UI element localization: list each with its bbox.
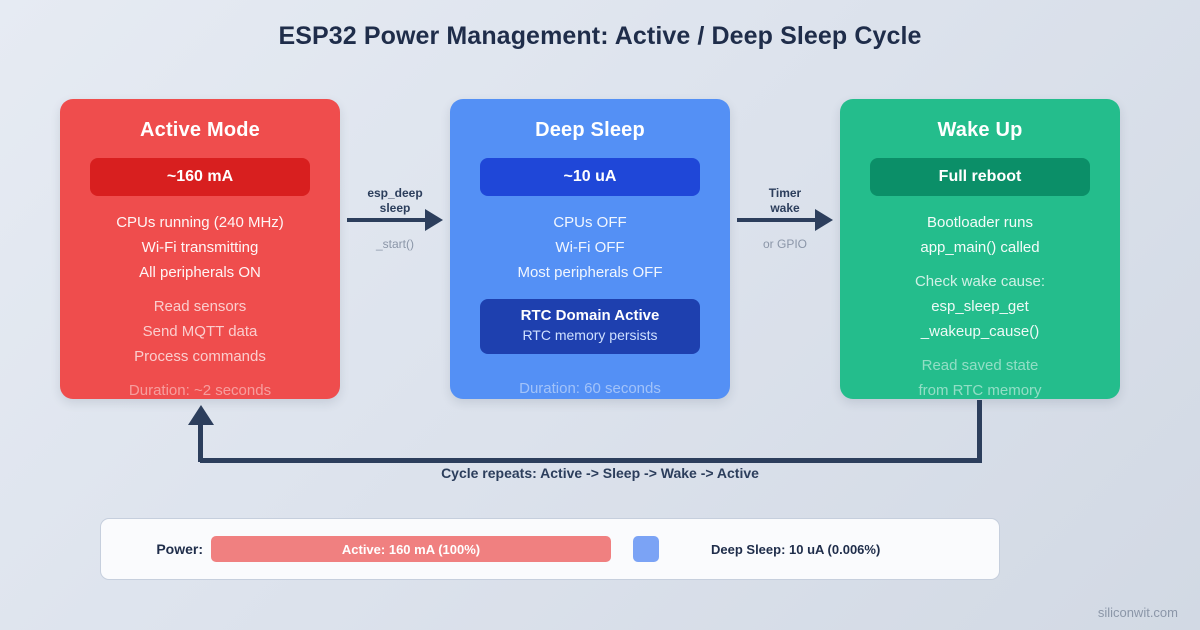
line-item: Process commands xyxy=(134,348,266,365)
power-bar-active: Active: 160 mA (100%) xyxy=(211,536,611,562)
line-item: Read sensors xyxy=(153,298,247,315)
card-title-sleep: Deep Sleep xyxy=(535,119,645,141)
line-item: Bootloader runs xyxy=(927,214,1033,231)
arrow-1-label-bottom: _start() xyxy=(375,237,414,251)
badge-sleep-current: ~10 uA xyxy=(480,158,700,196)
arrow-1-head-icon xyxy=(425,209,443,231)
line-item: Wi-Fi OFF xyxy=(555,239,625,256)
cycle-path-horizontal xyxy=(200,458,982,463)
arrow-2-label-bottom: or GPIO xyxy=(762,237,807,251)
card-sleep-lines: CPUs OFF Wi-Fi OFF Most peripherals OFF xyxy=(450,210,730,285)
badge-active-current: ~160 mA xyxy=(90,158,310,196)
card-active-duration: Duration: ~2 seconds xyxy=(128,382,272,399)
footer-watermark: siliconwit.com xyxy=(1097,605,1178,620)
line-item: Check wake cause: xyxy=(914,273,1046,290)
line-item: Most peripherals OFF xyxy=(517,264,663,281)
rtc-domain-title: RTC Domain Active xyxy=(520,307,660,324)
card-wake-lines: Bootloader runs app_main() called Check … xyxy=(840,210,1120,403)
arrow-active-to-sleep: esp_deep sleep _start() xyxy=(340,186,450,256)
card-active-mode: Active Mode ~160 mA CPUs running (240 MH… xyxy=(60,99,340,399)
cycle-repeats-label: Cycle repeats: Active -> Sleep -> Wake -… xyxy=(441,465,759,481)
cycle-path-left-vertical xyxy=(198,425,203,462)
line-item: All peripherals ON xyxy=(139,264,261,281)
card-title-wake: Wake Up xyxy=(937,119,1023,141)
arrow-2-shaft xyxy=(737,218,819,222)
line-item: Wi-Fi transmitting xyxy=(141,239,259,256)
arrow-2-label-line2: wake xyxy=(770,201,800,215)
arrow-2-head-icon xyxy=(815,209,833,231)
cycle-path-right-vertical xyxy=(977,400,982,462)
arrow-1-label-top: esp_deep sleep xyxy=(340,186,450,216)
card-sleep-duration: Duration: 60 seconds xyxy=(519,380,661,397)
rtc-domain-subtitle: RTC memory persists xyxy=(522,327,658,343)
power-comparison-panel: Power: Active: 160 mA (100%) Deep Sleep:… xyxy=(100,518,1000,580)
line-item: _wakeup_cause() xyxy=(920,323,1040,340)
arrow-2-label-top: Timer wake xyxy=(730,186,840,216)
card-title-active: Active Mode xyxy=(139,119,260,141)
arrow-1-label-line2: sleep xyxy=(379,201,411,215)
arrow-2-label-line1: Timer xyxy=(768,186,802,200)
card-deep-sleep: Deep Sleep ~10 uA CPUs OFF Wi-Fi OFF Mos… xyxy=(450,99,730,399)
line-item: from RTC memory xyxy=(918,382,1042,399)
power-deep-sleep-label: Deep Sleep: 10 uA (0.006%) xyxy=(711,541,881,557)
badge-full-reboot: Full reboot xyxy=(870,158,1090,196)
line-item: app_main() called xyxy=(920,239,1040,256)
card-wake-up: Wake Up Full reboot Bootloader runs app_… xyxy=(840,99,1120,399)
line-item: Send MQTT data xyxy=(142,323,258,340)
power-bar-deep-sleep xyxy=(633,536,659,562)
line-item: CPUs running (240 MHz) xyxy=(116,214,284,231)
line-item: esp_sleep_get xyxy=(931,298,1029,315)
card-active-lines: CPUs running (240 MHz) Wi-Fi transmittin… xyxy=(60,210,340,403)
arrow-1-label-line1: esp_deep xyxy=(367,186,423,200)
line-item: CPUs OFF xyxy=(553,214,627,231)
badge-rtc-domain: RTC Domain Active RTC memory persists xyxy=(480,299,700,354)
line-item: Read saved state xyxy=(921,357,1039,374)
page-title: ESP32 Power Management: Active / Deep Sl… xyxy=(278,22,922,50)
power-label: Power: xyxy=(156,541,203,557)
arrow-1-shaft xyxy=(347,218,429,222)
arrow-sleep-to-wake: Timer wake or GPIO xyxy=(730,186,840,256)
cycle-path-arrow-head-icon xyxy=(188,405,214,425)
